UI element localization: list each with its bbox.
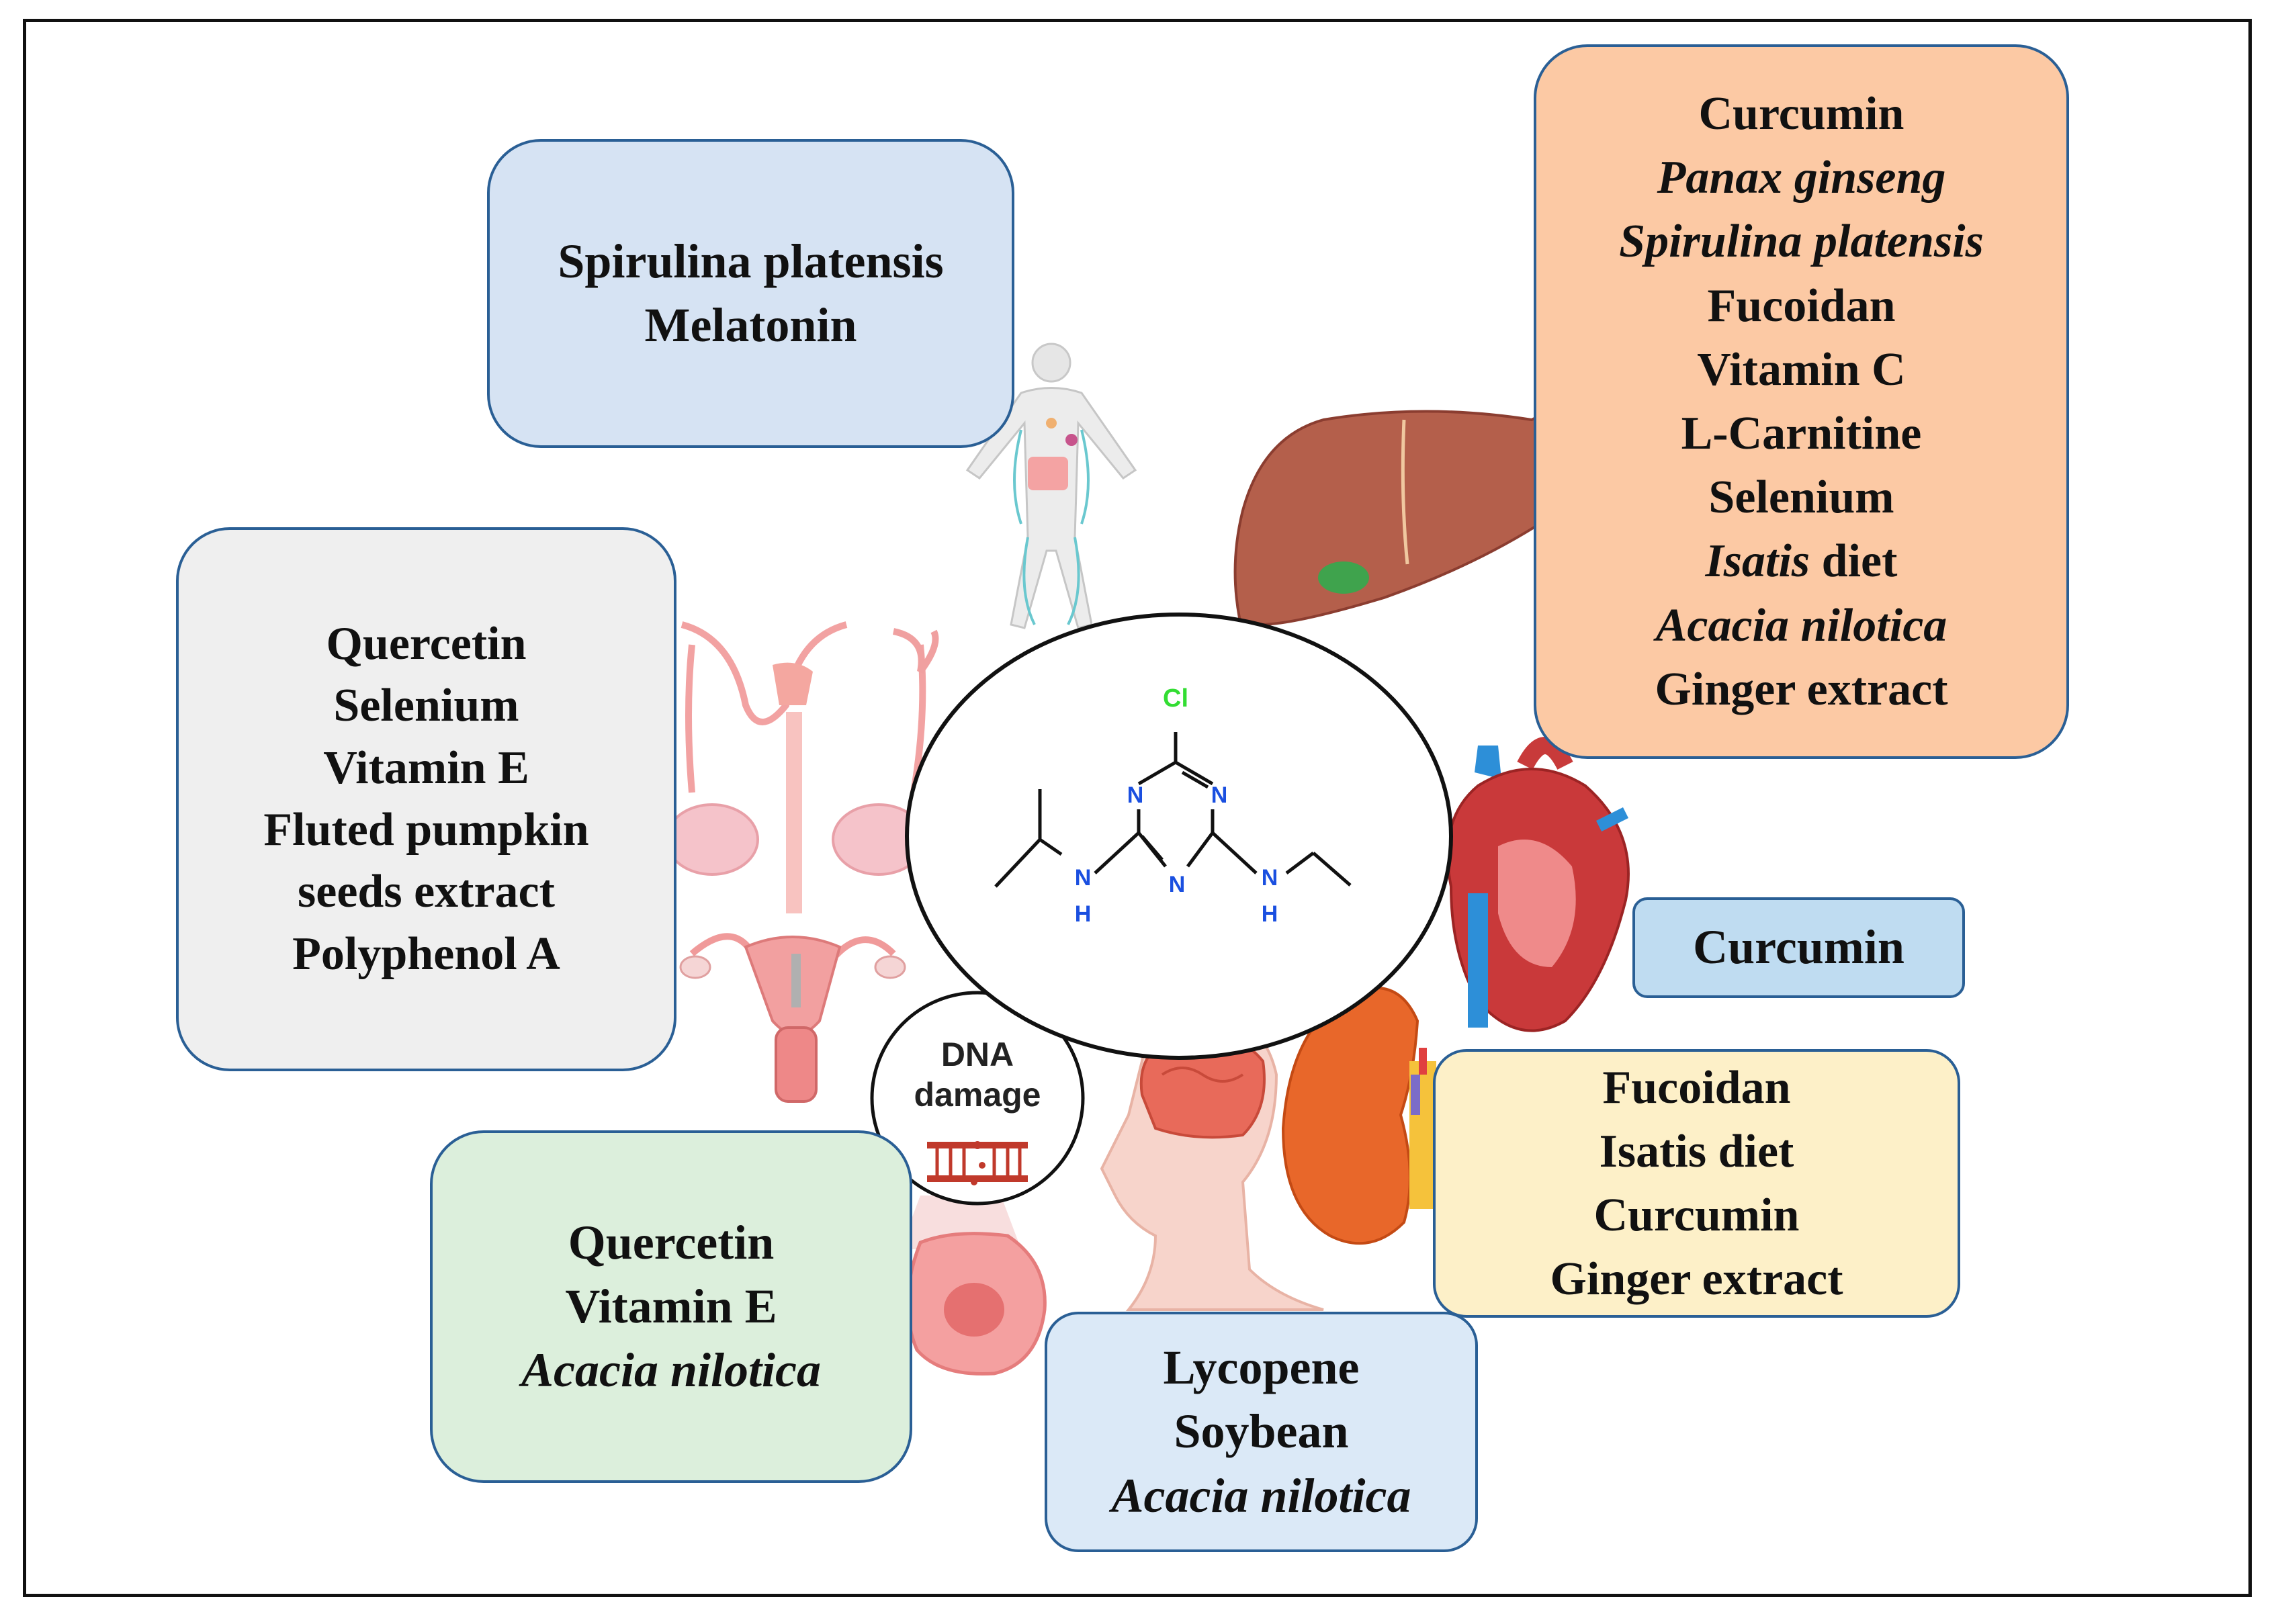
box-item: Fluted pumpkin bbox=[263, 804, 589, 856]
kidney-icon bbox=[1281, 987, 1436, 1245]
box-item: Quercetin bbox=[568, 1215, 775, 1269]
heart-icon bbox=[1446, 737, 1630, 1032]
nitrogen-label-2: N bbox=[1211, 782, 1228, 808]
dna-damage-label: DNA damage bbox=[900, 1034, 1055, 1115]
dna-damage-box: Quercetin Vitamin E Acacia nilotica bbox=[430, 1130, 912, 1483]
cell-icon bbox=[906, 1232, 1047, 1376]
reproductive-system-box: Quercetin Selenium Vitamin E Fluted pump… bbox=[176, 527, 676, 1071]
box-item: Spirulina platensis bbox=[1619, 216, 1984, 268]
box-item: Vitamin E bbox=[565, 1279, 777, 1333]
box-item: Panax ginseng bbox=[1657, 152, 1946, 204]
box-item: Isatis diet bbox=[1599, 1125, 1794, 1177]
box-item: Selenium bbox=[333, 680, 519, 732]
amine-nitrogen-right: N bbox=[1262, 865, 1278, 891]
box-item: Vitamin C bbox=[1697, 343, 1906, 396]
box-item-isatis-diet: Isatis diet bbox=[1706, 529, 1898, 593]
box-item: seeds extract bbox=[298, 866, 555, 918]
liver-box: Curcumin Panax ginseng Spirulina platens… bbox=[1534, 44, 2069, 759]
box-item: Lycopene bbox=[1163, 1341, 1360, 1395]
box-item-diet: diet bbox=[1821, 535, 1898, 588]
brain-box: Lycopene Soybean Acacia nilotica bbox=[1045, 1312, 1478, 1552]
box-item: Ginger extract bbox=[1655, 663, 1948, 715]
nitrogen-label-1: N bbox=[1127, 782, 1144, 808]
kidney-box: Fucoidan Isatis diet Curcumin Ginger ext… bbox=[1433, 1049, 1960, 1318]
box-item: L-Carnitine bbox=[1681, 408, 1922, 459]
box-item: Ginger extract bbox=[1550, 1253, 1843, 1306]
atrazine-molecule: Cl N N N N H N H bbox=[905, 613, 1453, 1060]
box-item: Curcumin bbox=[1698, 88, 1904, 140]
box-item-isatis: Isatis bbox=[1705, 535, 1810, 588]
nitrogen-label-3: N bbox=[1169, 872, 1186, 897]
box-item: Vitamin E bbox=[323, 741, 529, 794]
amine-hydrogen-left: H bbox=[1075, 901, 1092, 927]
box-item: Curcumin bbox=[1593, 1189, 1800, 1241]
dna-label-line2: damage bbox=[914, 1076, 1041, 1114]
box-item: Fucoidan bbox=[1602, 1061, 1791, 1114]
box-item: Acacia nilotica bbox=[1111, 1468, 1411, 1523]
reproductive-organs-icon bbox=[665, 621, 939, 1103]
amine-nitrogen-left: N bbox=[1075, 865, 1092, 891]
liver-icon bbox=[1233, 410, 1580, 626]
box-item: Curcumin bbox=[1693, 920, 1904, 975]
box-item: Acacia nilotica bbox=[1655, 599, 1947, 651]
box-item: Acacia nilotica bbox=[521, 1343, 821, 1398]
box-item: Spirulina platensis bbox=[558, 234, 944, 288]
heart-box: Curcumin bbox=[1632, 897, 1965, 998]
box-item: Melatonin bbox=[644, 298, 857, 352]
box-item: Selenium bbox=[1708, 471, 1894, 524]
human-body-icon bbox=[965, 343, 1137, 629]
box-item: Polyphenol A bbox=[292, 928, 560, 980]
box-item: Quercetin bbox=[326, 617, 527, 670]
chlorine-label: Cl bbox=[1163, 684, 1188, 713]
box-item: Fucoidan bbox=[1707, 279, 1896, 332]
dna-strand-icon bbox=[927, 1141, 1028, 1185]
box-item: Soybean bbox=[1174, 1404, 1349, 1459]
nervous-system-box: Spirulina platensis Melatonin bbox=[487, 139, 1014, 448]
dna-label-line1: DNA bbox=[940, 1036, 1014, 1073]
amine-hydrogen-right: H bbox=[1262, 901, 1278, 927]
